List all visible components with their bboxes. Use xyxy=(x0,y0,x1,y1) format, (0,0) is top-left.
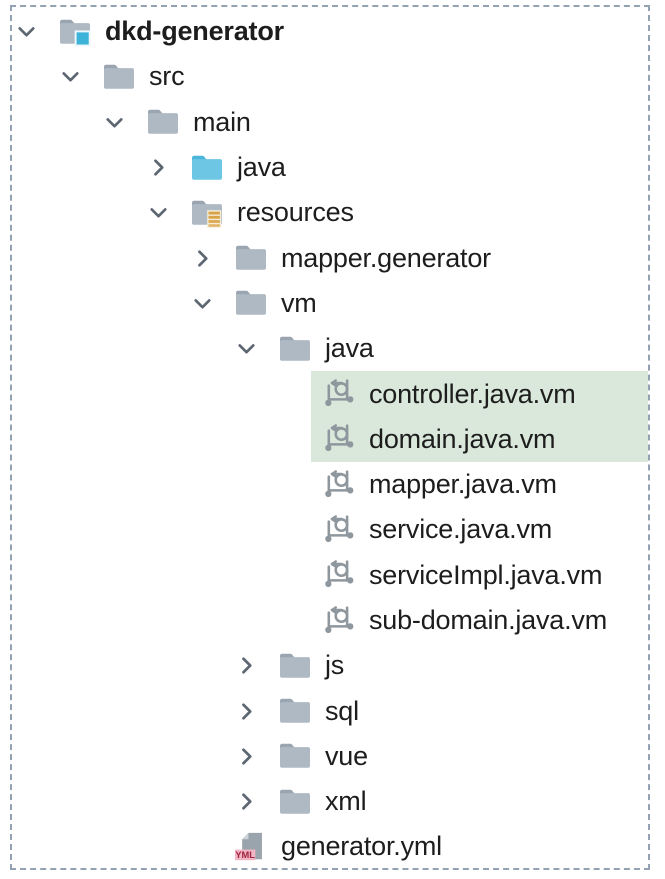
velocity-template-icon xyxy=(321,467,357,503)
tree-item-label: generator.yml xyxy=(281,831,442,862)
indent-spacer xyxy=(277,598,321,643)
folder-icon xyxy=(277,648,313,684)
chevron-right-icon[interactable] xyxy=(145,145,189,190)
project-tree-panel: dkd-generator src main java resources xyxy=(10,5,650,870)
velocity-template-icon xyxy=(321,421,357,457)
indent-spacer xyxy=(277,553,321,598)
velocity-template-icon xyxy=(321,512,357,548)
chevron-down-icon[interactable] xyxy=(189,281,233,326)
tree-row-main[interactable]: main xyxy=(12,100,648,145)
folder-icon xyxy=(277,738,313,774)
velocity-template-icon xyxy=(321,603,357,639)
tree-row-sub-domain-java-vm[interactable]: sub-domain.java.vm xyxy=(12,598,648,643)
tree-item-label: resources xyxy=(237,197,354,228)
tree-row-sql[interactable]: sql xyxy=(12,688,648,733)
resources-folder-icon xyxy=(189,195,225,231)
tree-item-label: xml xyxy=(325,786,367,817)
tree-row-src[interactable]: src xyxy=(12,54,648,99)
chevron-down-icon[interactable] xyxy=(101,100,145,145)
tree-item-label: domain.java.vm xyxy=(369,423,556,454)
tree-item-label: src xyxy=(149,61,185,92)
tree-item-label: main xyxy=(193,106,251,137)
tree-row-resources[interactable]: resources xyxy=(12,190,648,235)
tree-row-js[interactable]: js xyxy=(12,643,648,688)
tree-row-xml[interactable]: xml xyxy=(12,779,648,824)
folder-icon xyxy=(233,285,269,321)
indent-spacer xyxy=(277,462,321,507)
chevron-down-icon[interactable] xyxy=(233,326,277,371)
folder-icon xyxy=(277,693,313,729)
tree-item-label: serviceImpl.java.vm xyxy=(369,559,603,590)
chevron-right-icon[interactable] xyxy=(189,235,233,280)
tree-row-vue[interactable]: vue xyxy=(12,734,648,779)
tree-item-label: java xyxy=(237,152,286,183)
chevron-right-icon[interactable] xyxy=(233,643,277,688)
tree-item-label: dkd-generator xyxy=(105,16,284,47)
tree-item-label: mapper.generator xyxy=(281,242,491,273)
tree-item-label: vm xyxy=(281,287,317,318)
tree-item-label: controller.java.vm xyxy=(369,378,576,409)
velocity-template-icon xyxy=(321,376,357,412)
tree-row-mapper-generator[interactable]: mapper.generator xyxy=(12,235,648,280)
chevron-down-icon[interactable] xyxy=(13,9,57,54)
tree-row-domain-java-vm[interactable]: domain.java.vm xyxy=(12,416,648,462)
tree-item-label: sql xyxy=(325,695,359,726)
tree-item-label: java xyxy=(325,333,374,364)
tree-row-generator-yml[interactable]: generator.yml xyxy=(12,824,648,868)
project-root-folder-icon xyxy=(57,14,93,50)
tree-row-serviceimpl-java-vm[interactable]: serviceImpl.java.vm xyxy=(12,553,648,598)
tree-item-label: sub-domain.java.vm xyxy=(369,605,608,635)
folder-icon xyxy=(277,331,313,367)
indent-spacer xyxy=(277,507,321,552)
java-source-folder-icon xyxy=(189,150,225,186)
chevron-right-icon[interactable] xyxy=(233,779,277,824)
chevron-right-icon[interactable] xyxy=(233,688,277,733)
tree-row-java[interactable]: java xyxy=(12,145,648,190)
tree-row-vm-java[interactable]: java xyxy=(12,326,648,371)
tree-item-label: service.java.vm xyxy=(369,514,553,545)
tree-item-label: vue xyxy=(325,740,368,771)
folder-icon xyxy=(277,784,313,820)
velocity-template-icon xyxy=(321,557,357,593)
folder-icon xyxy=(233,240,269,276)
chevron-down-icon[interactable] xyxy=(57,54,101,99)
yaml-file-icon xyxy=(233,829,269,865)
tree-row-mapper-java-vm[interactable]: mapper.java.vm xyxy=(12,462,648,507)
indent-spacer xyxy=(189,824,233,868)
tree-item-label: mapper.java.vm xyxy=(369,469,557,500)
tree-item-label: js xyxy=(325,650,345,681)
chevron-down-icon[interactable] xyxy=(145,190,189,235)
folder-icon xyxy=(101,59,137,95)
chevron-right-icon[interactable] xyxy=(233,734,277,779)
folder-icon xyxy=(145,104,181,140)
tree-row-service-java-vm[interactable]: service.java.vm xyxy=(12,507,648,552)
tree-row-dkd-generator[interactable]: dkd-generator xyxy=(12,9,648,54)
tree-row-vm[interactable]: vm xyxy=(12,281,648,326)
tree-row-controller-java-vm[interactable]: controller.java.vm xyxy=(12,371,648,417)
